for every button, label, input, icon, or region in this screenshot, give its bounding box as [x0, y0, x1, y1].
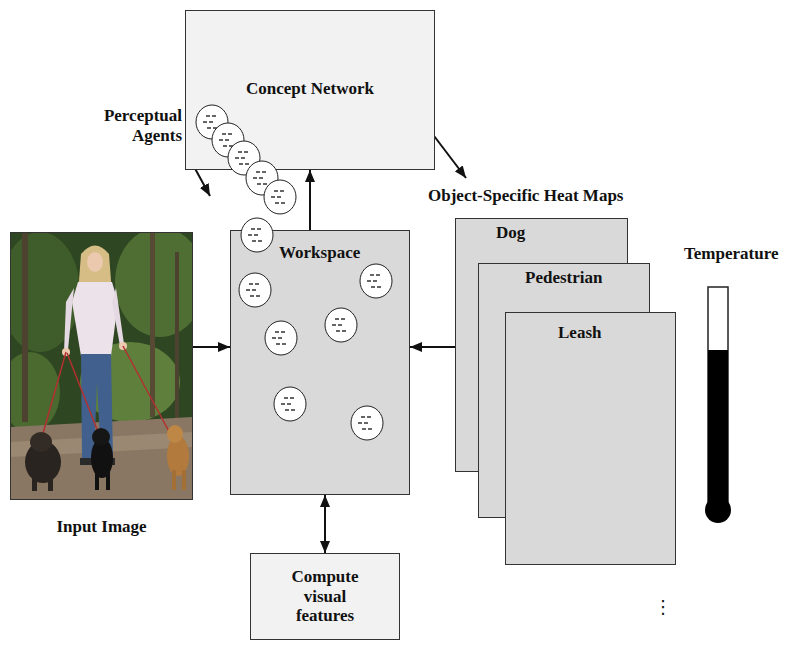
ellipsis-mark: ⋮: [654, 596, 672, 617]
agent-circle: [228, 141, 260, 175]
label-holder: Object-Specific Heat Maps: [428, 186, 623, 206]
agent-circle: [265, 321, 297, 355]
agent-dash: [275, 202, 287, 204]
agent-dash: [250, 295, 262, 297]
image-frame: Input Image: [10, 232, 193, 500]
flow-arrow: [193, 346, 230, 348]
agent-circle: [360, 264, 392, 298]
node-label: Leash: [558, 323, 601, 343]
agent-dash: [272, 337, 284, 339]
agent-dash: [223, 145, 235, 147]
node-label: Pedestrian: [525, 268, 602, 288]
callout-label: Perceptual Agents: [66, 106, 182, 145]
agent-circle: [212, 123, 244, 157]
agent-dash: [275, 331, 287, 333]
label-holder: ⋮: [654, 596, 672, 617]
flow-arrow: [324, 495, 326, 553]
agent-dash: [281, 403, 293, 405]
agent-dash: [361, 416, 373, 418]
process-box: Compute visual features: [250, 553, 400, 640]
agent-dash: [206, 115, 218, 117]
node-label: Dog: [496, 223, 525, 243]
thermometer: [705, 287, 731, 523]
agent-dash: [271, 196, 283, 198]
label-holder: Temperature: [684, 244, 778, 264]
node-label: Compute visual features: [276, 567, 374, 626]
agent-dash: [248, 234, 260, 236]
agent-dash: [362, 428, 374, 430]
agent-dash: [251, 228, 263, 230]
heatmap-box: Leash: [505, 312, 676, 565]
concept-box: Concept Network: [185, 10, 435, 170]
agent-dash: [238, 151, 250, 153]
agent-dash: [253, 177, 265, 179]
agent-circle: [351, 406, 383, 440]
agent-circle: [264, 180, 296, 214]
flow-arrow: [410, 346, 455, 348]
agent-dash: [358, 422, 370, 424]
agent-dash: [257, 183, 269, 185]
agent-dash: [235, 157, 247, 159]
agent-dash: [285, 409, 297, 411]
agent-circle: [274, 387, 306, 421]
agent-dash: [336, 330, 348, 332]
input-photo: [10, 232, 193, 500]
agent-circle: [325, 308, 357, 342]
agent-circles: [196, 105, 392, 440]
agent-dash: [370, 274, 382, 276]
agent-circle: [246, 161, 278, 195]
workspace-box: Workspace: [230, 230, 410, 495]
agent-circle: [241, 218, 273, 252]
agent-dash: [335, 318, 347, 320]
agent-dash: [207, 127, 219, 129]
node-label: Workspace: [279, 243, 360, 263]
agent-circle: [196, 105, 228, 139]
agent-dash: [239, 163, 251, 165]
agent-dash: [256, 171, 268, 173]
agent-dash: [219, 139, 231, 141]
group-heading: Object-Specific Heat Maps: [428, 186, 623, 206]
agent-dash: [284, 397, 296, 399]
agent-dash: [246, 289, 258, 291]
agent-dash: [203, 121, 215, 123]
agent-dash: [249, 283, 261, 285]
agent-dash: [276, 343, 288, 345]
agent-dash: [222, 133, 234, 135]
agent-dash: [332, 324, 344, 326]
agent-dash: [252, 240, 264, 242]
node-label: Concept Network: [186, 79, 434, 99]
agent-circle: [239, 273, 271, 307]
agent-dash: [371, 286, 383, 288]
flow-arrow: [309, 170, 311, 230]
agent-dash: [367, 280, 379, 282]
agent-dash: [274, 190, 286, 192]
node-label: Input Image: [11, 517, 192, 537]
gauge-label: Temperature: [684, 244, 778, 264]
label-holder: Perceptual Agents: [66, 106, 182, 145]
